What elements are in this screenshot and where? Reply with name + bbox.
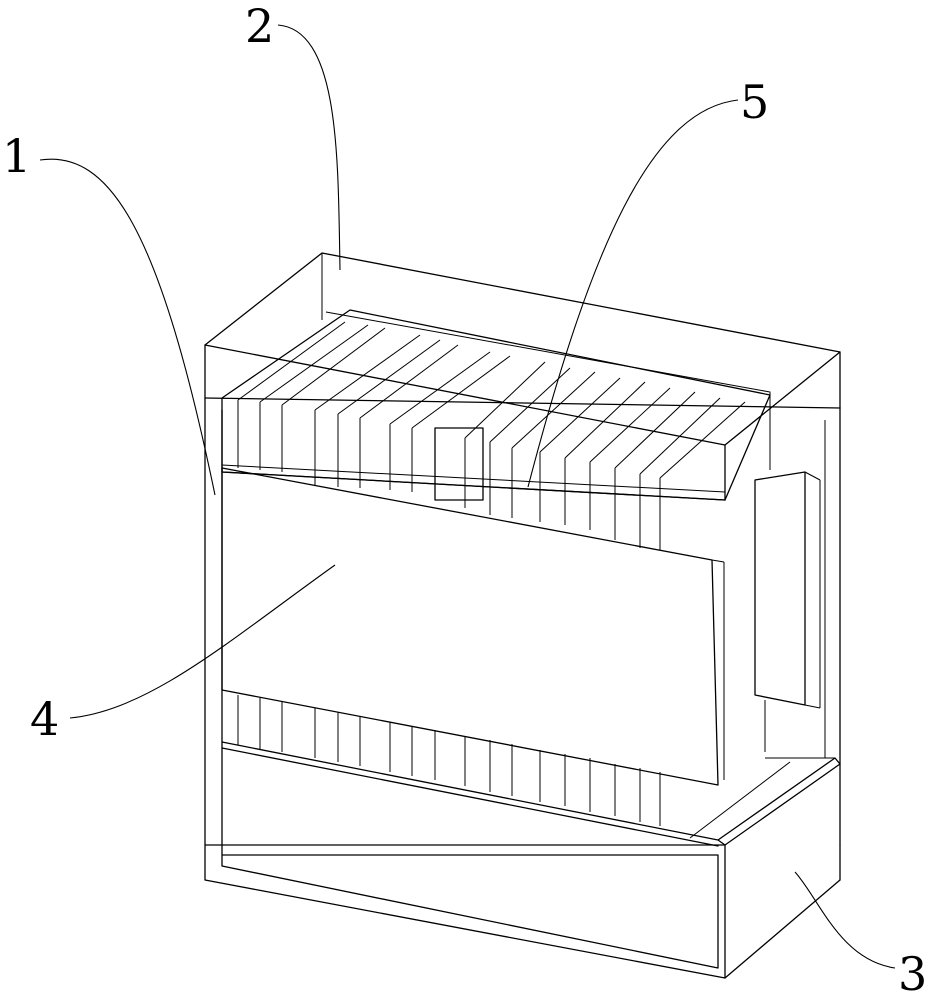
outer-frame xyxy=(204,397,841,979)
side-control-box xyxy=(754,420,826,758)
leader-5 xyxy=(527,99,739,488)
leader-1 xyxy=(39,158,216,496)
callout-5: 5 xyxy=(740,75,769,129)
leader-4 xyxy=(69,564,336,719)
callout-4: 4 xyxy=(30,692,59,746)
top-cover xyxy=(204,252,841,501)
leader-lines xyxy=(39,24,896,969)
callout-3: 3 xyxy=(898,947,927,1000)
battery-modules-bottom xyxy=(221,695,719,847)
callout-1: 1 xyxy=(2,129,31,183)
base-tray xyxy=(689,757,841,846)
leader-2 xyxy=(277,24,341,271)
battery-modules-top xyxy=(221,309,771,550)
callout-2: 2 xyxy=(245,0,274,53)
front-panel xyxy=(221,467,725,786)
leader-3 xyxy=(794,871,896,969)
